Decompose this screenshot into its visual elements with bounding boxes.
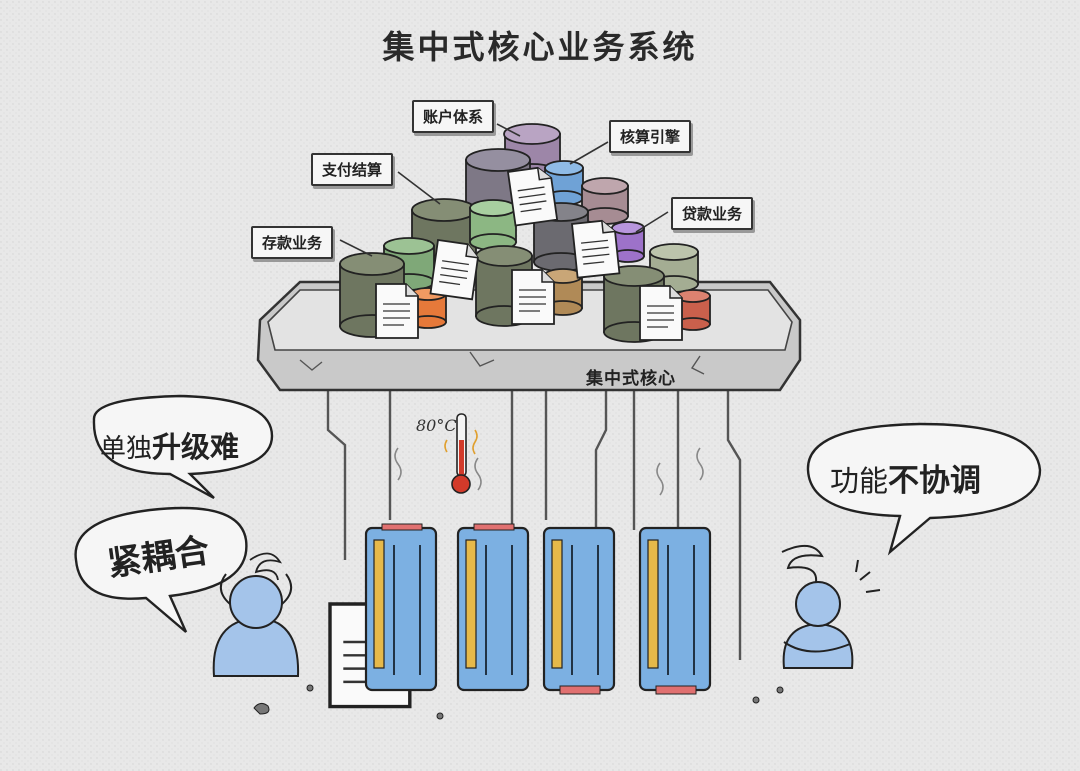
server-2 — [456, 523, 530, 692]
bubble-coupling — [74, 506, 248, 633]
page-title: 集中式核心业务系统 — [382, 28, 698, 66]
bubble-upgrade-strong: 升级难 — [152, 430, 240, 464]
cylinder-olive-front-mid — [475, 245, 533, 327]
tag-account-system: 账户体系 — [412, 100, 495, 133]
tag-leaders — [339, 123, 669, 257]
cables — [326, 385, 742, 660]
speech-bubbles — [74, 394, 1042, 633]
cylinder-purple-right — [611, 221, 645, 263]
debris — [253, 684, 784, 720]
thermometer-icon — [444, 413, 478, 494]
core-label: 集中式核心 — [586, 369, 676, 389]
tag-payment-settlement: 支付结算 — [311, 153, 394, 186]
server-4 — [638, 526, 712, 695]
tag-deposit-business: 存款业务 — [251, 226, 334, 259]
bubble-upgrade-text: 单独升级难 — [100, 424, 239, 466]
bubble-function — [806, 422, 1042, 556]
heat-waves — [394, 447, 704, 496]
bubble-function-text: 功能不协调 — [830, 455, 981, 500]
bubble-function-strong: 不协调 — [888, 463, 982, 499]
temperature-reading: 80°C — [416, 416, 457, 435]
bubble-upgrade-prefix: 单独 — [100, 434, 153, 464]
angry-person-right — [781, 545, 881, 669]
bubble-upgrade — [92, 394, 274, 500]
stressed-person-left — [212, 552, 300, 677]
tag-accounting-engine: 核算引擎 — [609, 120, 692, 153]
tag-loan-business: 贷款业务 — [671, 197, 754, 230]
server-3 — [542, 526, 616, 695]
cylinder-grey-green — [649, 243, 699, 293]
bubble-function-prefix: 功能 — [830, 464, 889, 498]
servers — [364, 523, 712, 695]
cylinder-rose — [581, 177, 629, 225]
cylinder-green-small — [469, 199, 517, 251]
server-1 — [364, 523, 438, 692]
